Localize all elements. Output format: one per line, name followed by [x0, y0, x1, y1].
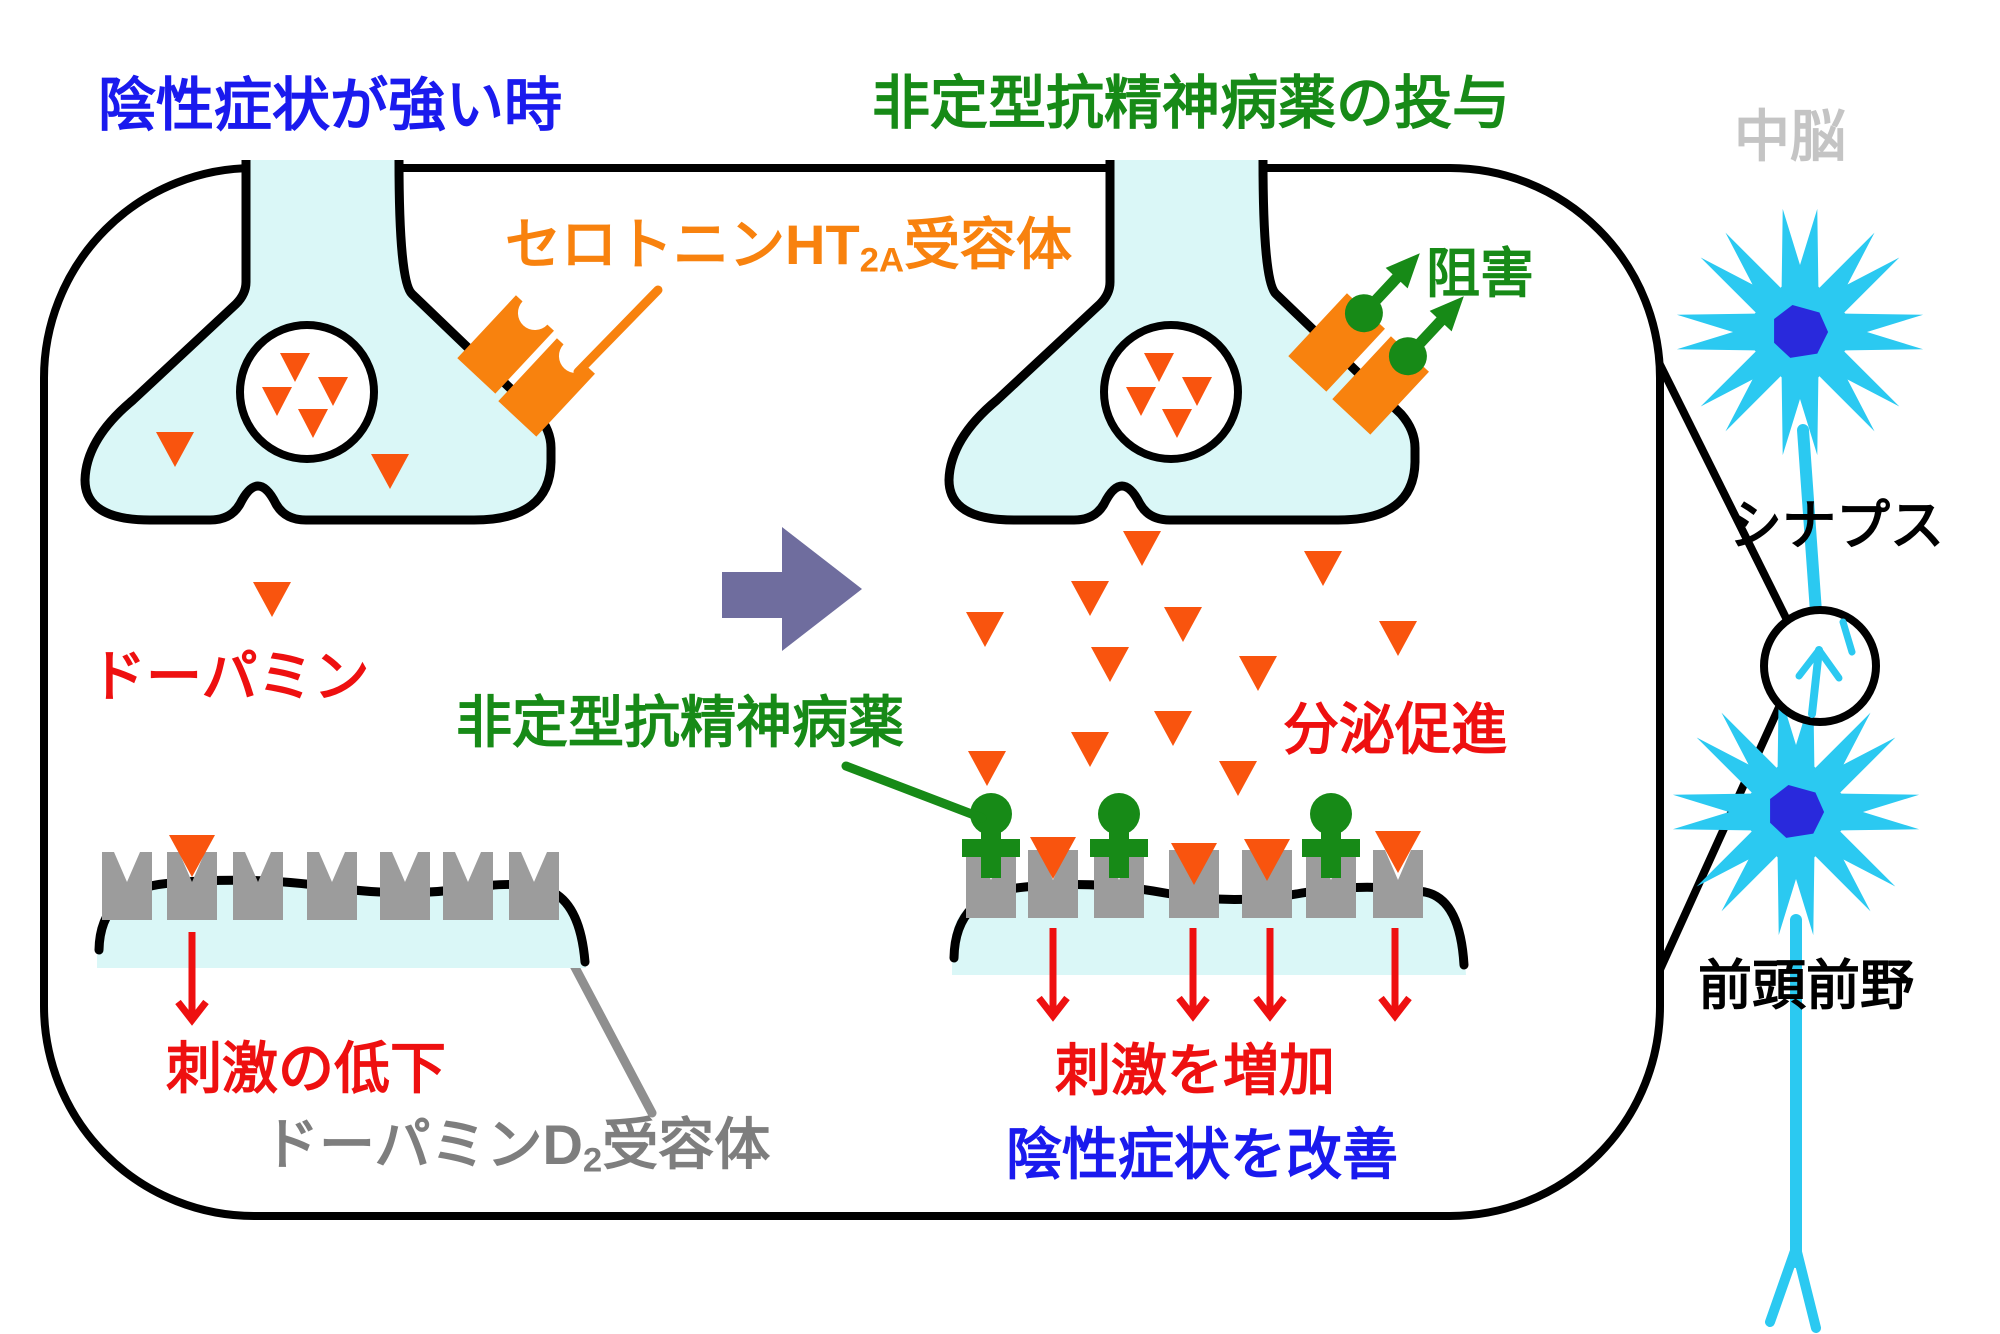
- d2-receptor-label: ドーパミンD2受容体: [263, 1113, 771, 1180]
- left-condition-title: 陰性症状が強い時: [98, 73, 563, 138]
- secretion-label: 分泌促進: [1283, 698, 1507, 761]
- inhibition-label: 阻害: [1426, 244, 1534, 304]
- stim-increase-label: 刺激を増加: [1055, 1039, 1335, 1102]
- drug-pointer-line: [841, 761, 987, 823]
- synapse-zoom-circle: [1760, 606, 1880, 726]
- serotonin-receptor-label: セロトニンHT2A受容体: [505, 213, 1073, 280]
- synapse-label: シナプス: [1728, 496, 1944, 556]
- serotonin-receptors: [457, 285, 663, 437]
- right-condition-title: 非定型抗精神病薬の投与: [872, 71, 1511, 136]
- prefrontal-neuron: [1672, 688, 1920, 1333]
- prefrontal-label: 前頭前野: [1698, 956, 1914, 1016]
- midbrain-neuron: [1676, 208, 1924, 618]
- transition-arrow: [722, 527, 862, 651]
- dopamine-label: ドーパミン: [90, 645, 370, 708]
- improvement-label: 陰性症状を改善: [1006, 1123, 1398, 1186]
- midbrain-label: 中脳: [1734, 105, 1846, 168]
- drug-label: 非定型抗精神病薬: [456, 691, 904, 754]
- stim-decrease-label: 刺激の低下: [166, 1037, 446, 1100]
